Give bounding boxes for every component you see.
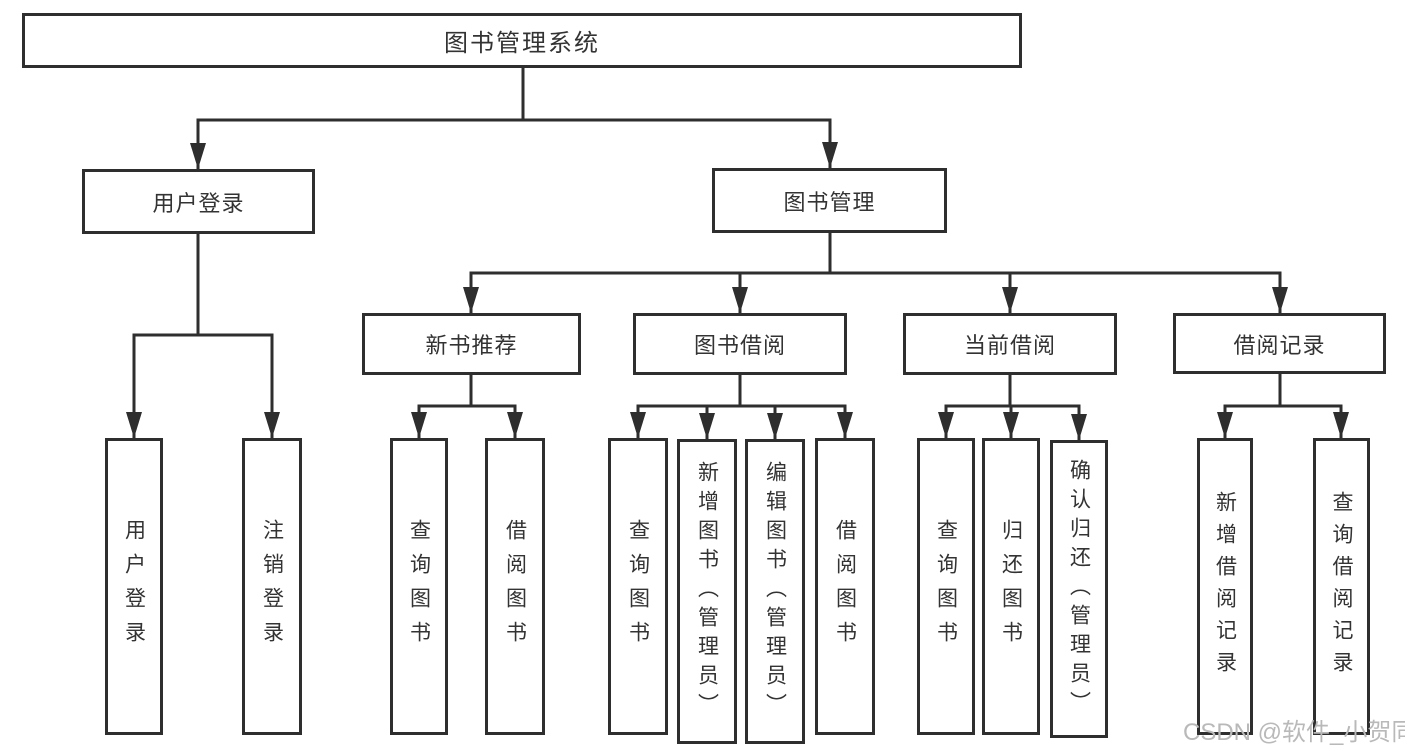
leaf-add-borrow-record: 新增借阅记录 — [1197, 438, 1253, 735]
leaf-logout: 注销登录 — [242, 438, 302, 735]
leaf-query-borrow-record: 查询借阅记录 — [1313, 438, 1370, 735]
leaf-query-books: 查询图书 — [390, 438, 448, 735]
leaf-label: 借阅图书 — [503, 518, 527, 655]
leaf-label: 查询图书 — [934, 518, 958, 655]
node-book-borrowing: 图书借阅 — [633, 313, 847, 375]
leaf-label: 查询借阅记录 — [1330, 490, 1353, 683]
leaf-edit-books-admin: 编辑图书（管理员） — [745, 439, 805, 744]
leaf-label: 编辑图书（管理员） — [763, 461, 787, 722]
leaf-borrow-books: 借阅图书 — [485, 438, 545, 735]
leaf-label: 注销登录 — [260, 518, 284, 655]
leaf-label: 新增借阅记录 — [1213, 490, 1237, 683]
leaf-add-books-admin: 新增图书（管理员） — [677, 439, 737, 744]
leaf-return-books: 归还图书 — [982, 438, 1040, 735]
leaf-label: 确认归还（管理员） — [1067, 458, 1091, 720]
leaf-label: 借阅图书 — [833, 518, 857, 655]
node-borrowing-records: 借阅记录 — [1173, 313, 1386, 374]
leaf-borrow-books: 借阅图书 — [815, 438, 875, 735]
leaf-label: 查询图书 — [407, 518, 431, 655]
leaf-label: 归还图书 — [999, 518, 1023, 655]
node-new-book-recommendation: 新书推荐 — [362, 313, 581, 375]
leaf-query-books: 查询图书 — [917, 438, 975, 735]
node-library-management-system: 图书管理系统 — [22, 13, 1022, 68]
node-book-management: 图书管理 — [712, 168, 947, 233]
leaf-query-books: 查询图书 — [608, 438, 668, 735]
leaf-confirm-return-admin: 确认归还（管理员） — [1050, 440, 1108, 738]
leaf-label: 查询图书 — [626, 518, 650, 655]
node-user-login: 用户登录 — [82, 169, 315, 234]
node-current-borrowing: 当前借阅 — [903, 313, 1117, 375]
csdn-watermark: CSDN @软件_小贺同学 — [1183, 719, 1405, 746]
leaf-label: 新增图书（管理员） — [695, 461, 719, 722]
leaf-user-login: 用户登录 — [105, 438, 163, 735]
leaf-label: 用户登录 — [122, 518, 146, 655]
